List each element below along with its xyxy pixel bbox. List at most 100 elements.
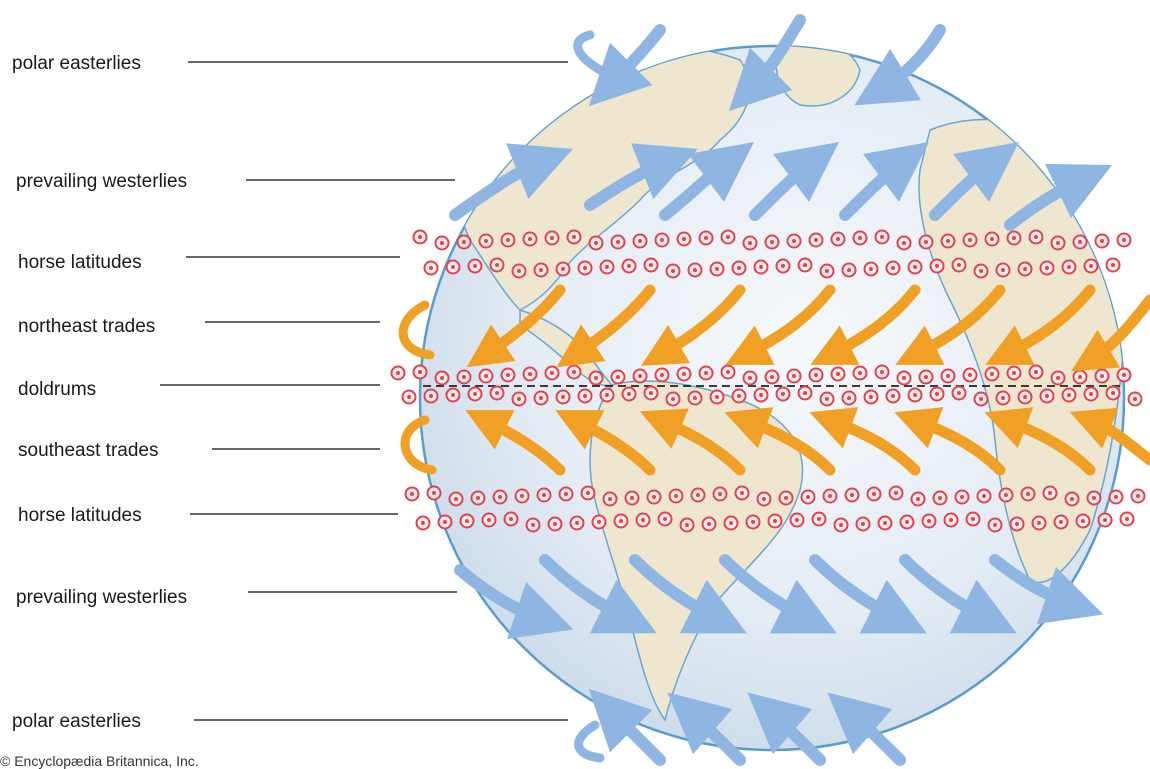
westerly-arrow-icon [454, 564, 574, 639]
high-pressure-symbol-icon [844, 487, 860, 503]
prevailing-westerlies-north-arrows [449, 141, 1113, 231]
label-text: horse latitudes [18, 252, 142, 273]
high-pressure-symbol-icon [841, 262, 857, 278]
high-pressure-symbol-icon [489, 257, 505, 273]
copyright-credit: © Encyclopædia Britannica, Inc. [0, 753, 199, 769]
high-pressure-symbol-icon [720, 364, 736, 380]
label-text: doldrums [18, 379, 96, 400]
high-pressure-symbol-icon [863, 389, 879, 405]
high-pressure-symbol-icon [1072, 369, 1088, 385]
high-pressure-symbol-icon [1108, 489, 1124, 505]
label-northeast-trades: northeast trades [18, 316, 380, 337]
high-pressure-symbol-icon [467, 258, 483, 274]
high-pressure-symbol-icon [525, 517, 541, 533]
label-text: horse latitudes [18, 505, 142, 526]
label-doldrums: doldrums [18, 379, 380, 400]
high-pressure-symbol-icon [467, 386, 483, 402]
high-pressure-symbol-icon [1009, 516, 1025, 532]
trade-wind-arrow-icon [640, 284, 746, 366]
label-text: polar easterlies [12, 53, 141, 74]
high-pressure-symbol-icon [522, 231, 538, 247]
westerly-arrow-icon [929, 141, 1019, 221]
high-pressure-symbol-icon [1119, 511, 1135, 527]
high-pressure-symbol-icon [841, 390, 857, 406]
high-pressure-symbol-icon [1039, 388, 1055, 404]
high-pressure-symbol-icon [1039, 260, 1055, 276]
westerly-arrow-icon [747, 692, 826, 766]
high-pressure-symbol-icon [775, 386, 791, 402]
westerly-arrow-icon [659, 141, 754, 221]
high-pressure-symbol-icon [610, 234, 626, 250]
high-pressure-symbol-icon [621, 386, 637, 402]
high-pressure-symbol-icon [731, 260, 747, 276]
high-pressure-symbol-icon [632, 233, 648, 249]
trade-wind-arrow-icon [400, 415, 437, 475]
high-pressure-symbol-icon [753, 387, 769, 403]
high-pressure-symbol-icon [1116, 232, 1132, 248]
westerly-arrow-icon [449, 143, 573, 221]
high-pressure-symbol-icon [690, 487, 706, 503]
high-pressure-symbol-icon [995, 262, 1011, 278]
high-pressure-symbol-icon [632, 368, 648, 384]
high-pressure-symbol-icon [500, 367, 516, 383]
high-pressure-symbol-icon [665, 391, 681, 407]
label-text: prevailing westerlies [16, 587, 187, 608]
trade-wind-arrow-icon [398, 300, 435, 360]
high-pressure-symbol-icon [965, 511, 981, 527]
high-pressure-symbol-icon [745, 514, 761, 530]
high-pressure-symbol-icon [635, 512, 651, 528]
high-pressure-symbol-icon [698, 365, 714, 381]
high-pressure-symbol-icon [448, 491, 464, 507]
trade-wind-arrow-icon [465, 410, 566, 476]
high-pressure-symbol-icon [415, 515, 431, 531]
trade-wind-arrow-icon [985, 284, 1096, 365]
prevailing-westerlies-south-arrows [454, 554, 1104, 639]
label-text: northeast trades [18, 316, 155, 337]
high-pressure-symbol-icon [940, 368, 956, 384]
westerly-arrow-icon [989, 554, 1104, 624]
high-pressure-symbol-icon [797, 385, 813, 401]
southeast-trades-arrows [400, 407, 1150, 476]
label-horse-latitudes-north: horse latitudes [18, 252, 400, 273]
high-pressure-symbol-icon [679, 517, 695, 533]
high-pressure-symbol-icon [723, 515, 739, 531]
high-pressure-symbol-icon [621, 258, 637, 274]
high-pressure-symbol-icon [1020, 486, 1036, 502]
trade-wind-arrow-icon [895, 284, 1006, 365]
high-pressure-symbol-icon [423, 388, 439, 404]
high-pressure-symbol-icon [599, 387, 615, 403]
westerly-arrow-icon [584, 143, 698, 211]
high-pressure-symbol-icon [478, 233, 494, 249]
high-pressure-symbol-icon [742, 235, 758, 251]
high-pressure-symbol-icon [1094, 233, 1110, 249]
high-pressure-symbol-icon [822, 488, 838, 504]
high-pressure-symbol-icon [544, 365, 560, 381]
high-pressure-symbol-icon [973, 263, 989, 279]
label-horse-latitudes-south: horse latitudes [18, 505, 398, 526]
high-pressure-symbol-icon [987, 517, 1003, 533]
westerly-arrow-icon [539, 554, 657, 634]
high-pressure-symbol-icon [742, 370, 758, 386]
high-pressure-symbol-icon [591, 514, 607, 530]
high-pressure-symbol-icon [962, 232, 978, 248]
high-pressure-symbol-icon [489, 385, 505, 401]
high-pressure-symbol-icon [514, 488, 530, 504]
label-prevailing-westerlies-south: prevailing westerlies [16, 587, 457, 608]
trade-wind-arrow-icon [894, 407, 1006, 476]
high-pressure-symbol-icon [756, 491, 772, 507]
high-pressure-symbol-icon [555, 261, 571, 277]
high-pressure-symbol-icon [676, 231, 692, 247]
high-pressure-symbol-icon [555, 389, 571, 405]
high-pressure-symbol-icon [1061, 387, 1077, 403]
high-pressure-symbol-icon [1105, 385, 1121, 401]
trade-wind-arrow-icon [1069, 407, 1150, 466]
high-pressure-symbol-icon [1086, 490, 1102, 506]
high-pressure-symbol-icon [1094, 368, 1110, 384]
high-pressure-symbol-icon [646, 489, 662, 505]
trade-wind-arrow-icon [466, 284, 566, 368]
high-pressure-symbol-icon [456, 369, 472, 385]
high-pressure-symbol-icon [1105, 257, 1121, 273]
westerly-arrow-icon [854, 24, 946, 106]
high-pressure-symbol-icon [423, 260, 439, 276]
high-pressure-symbol-icon [492, 489, 508, 505]
